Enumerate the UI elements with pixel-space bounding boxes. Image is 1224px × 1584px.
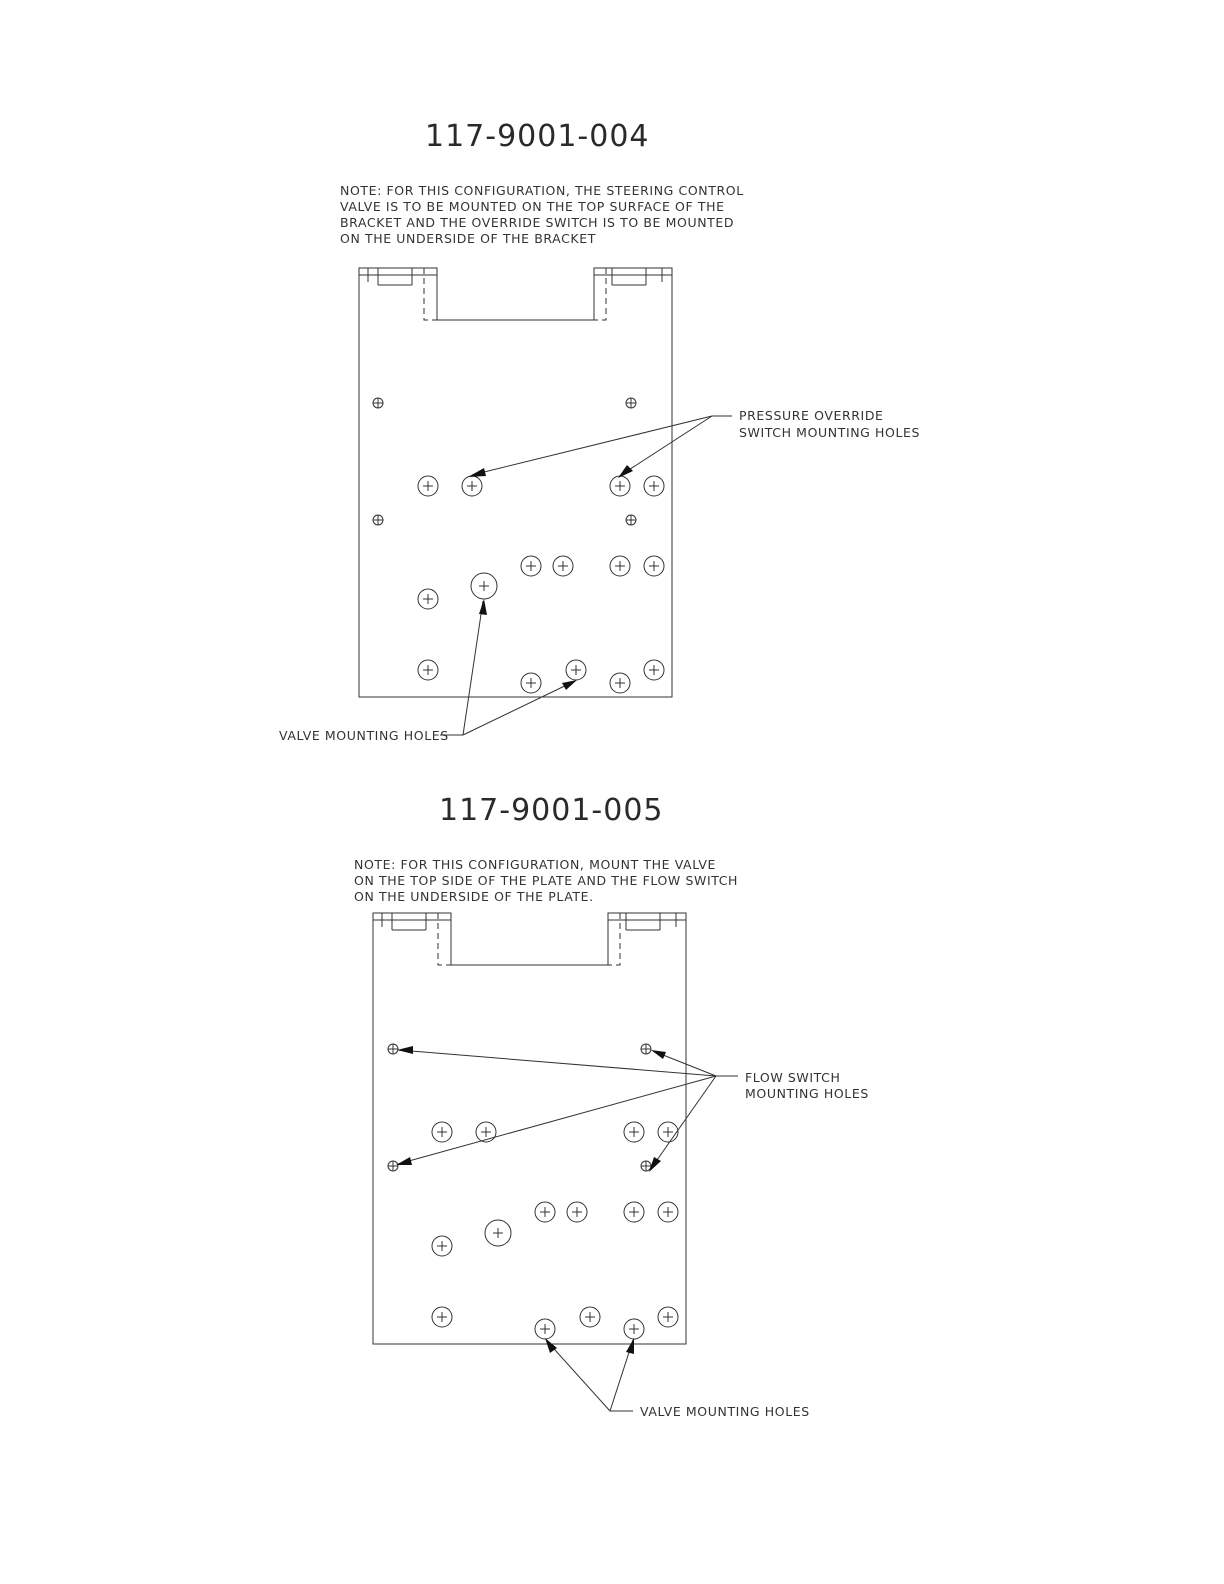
callout-flow-switch-line2: MOUNTING HOLES	[745, 1086, 869, 1101]
part-number-title: 117-9001-005	[439, 793, 664, 828]
mounting-hole	[475, 1121, 497, 1143]
tapped-hole	[387, 1160, 399, 1172]
plate-outline	[372, 912, 687, 1345]
mounting-hole-large	[484, 1219, 512, 1247]
mounting-hole	[417, 659, 439, 681]
mounting-hole	[579, 1306, 601, 1328]
mounting-hole	[657, 1306, 679, 1328]
leader-valve-mounting	[440, 599, 577, 736]
mounting-hole	[461, 475, 483, 497]
mounting-hole	[520, 672, 542, 694]
callout-flow-switch-line1: FLOW SWITCH	[745, 1070, 841, 1085]
mounting-hole	[643, 555, 665, 577]
callout-valve-mounting: VALVE MOUNTING HOLES	[279, 728, 449, 743]
note-line: ON THE TOP SIDE OF THE PLATE AND THE FLO…	[354, 873, 738, 888]
callout-pressure-override-line1: PRESSURE OVERRIDE	[739, 408, 884, 423]
note-line: NOTE: FOR THIS CONFIGURATION, MOUNT THE …	[354, 857, 716, 872]
mounting-hole	[566, 1201, 588, 1223]
callout-valve-mounting: VALVE MOUNTING HOLES	[640, 1404, 810, 1419]
mounting-hole	[609, 672, 631, 694]
note-line: BRACKET AND THE OVERRIDE SWITCH IS TO BE…	[340, 215, 734, 230]
view-117-9001-004: 117-9001-004 NOTE: FOR THIS CONFIGURATIO…	[279, 119, 920, 743]
mounting-hole	[431, 1306, 453, 1328]
note-line: NOTE: FOR THIS CONFIGURATION, THE STEERI…	[340, 183, 744, 198]
note-line: ON THE UNDERSIDE OF THE PLATE.	[354, 889, 594, 904]
mounting-hole	[623, 1318, 645, 1340]
mounting-hole-large	[470, 572, 498, 600]
mounting-hole	[565, 659, 587, 681]
mounting-hole	[417, 475, 439, 497]
part-number-title: 117-9001-004	[425, 119, 650, 154]
view-117-9001-005: 117-9001-005 NOTE: FOR THIS CONFIGURATIO…	[354, 793, 869, 1419]
tapped-hole	[372, 514, 384, 526]
mounting-hole	[431, 1121, 453, 1143]
note-line: ON THE UNDERSIDE OF THE BRACKET	[340, 231, 596, 246]
mounting-hole	[623, 1201, 645, 1223]
callout-pressure-override-line2: SWITCH MOUNTING HOLES	[739, 425, 920, 440]
mounting-hole	[643, 659, 665, 681]
mounting-hole	[417, 588, 439, 610]
tapped-hole	[625, 397, 637, 409]
mounting-hole	[623, 1121, 645, 1143]
tapped-hole	[640, 1043, 652, 1055]
mounting-hole	[609, 555, 631, 577]
mounting-hole	[657, 1201, 679, 1223]
tapped-hole	[625, 514, 637, 526]
note-line: VALVE IS TO BE MOUNTED ON THE TOP SURFAC…	[340, 199, 725, 214]
tapped-hole	[387, 1043, 399, 1055]
leader-valve-mounting	[545, 1338, 634, 1412]
mounting-hole	[520, 555, 542, 577]
mounting-hole	[552, 555, 574, 577]
mounting-hole	[431, 1235, 453, 1257]
mounting-hole	[609, 475, 631, 497]
mounting-hole	[534, 1318, 556, 1340]
mounting-hole	[643, 475, 665, 497]
mounting-hole	[534, 1201, 556, 1223]
leader-flow-switch	[396, 1046, 738, 1172]
tapped-hole	[372, 397, 384, 409]
mounting-hole	[657, 1121, 679, 1143]
bracket-outline	[358, 267, 673, 698]
tapped-hole	[640, 1160, 652, 1172]
leader-pressure-override	[468, 415, 732, 478]
